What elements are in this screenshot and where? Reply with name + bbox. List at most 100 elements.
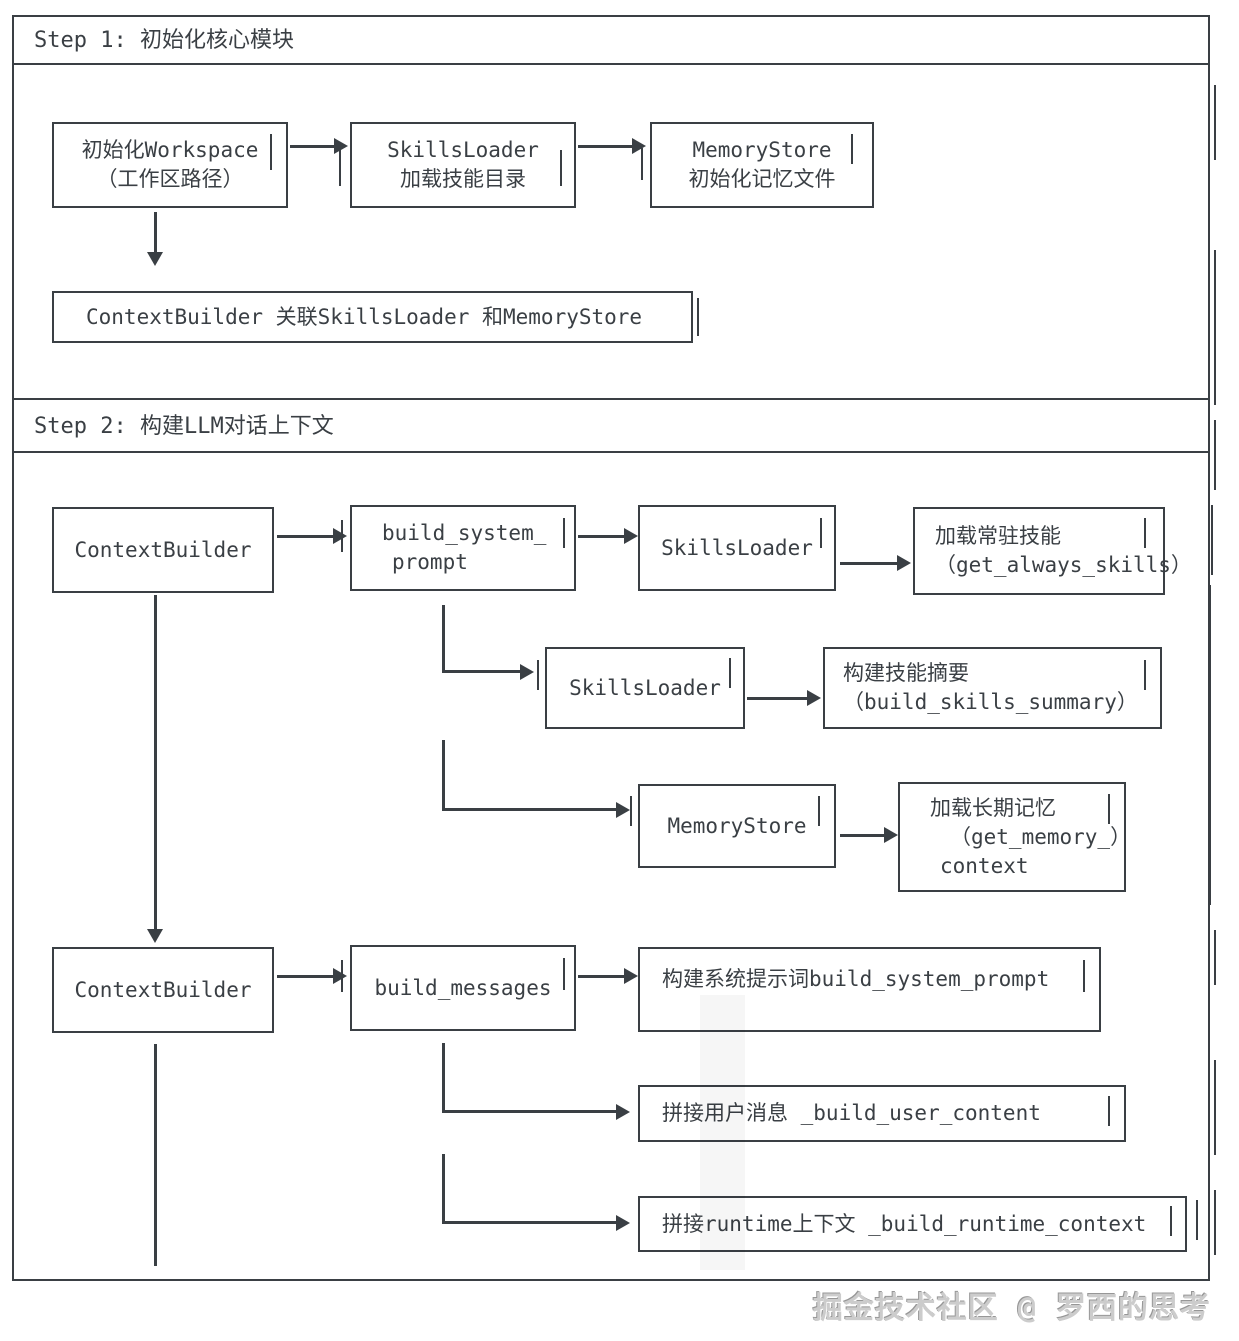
ascii-tick: [341, 960, 343, 992]
arrow-sl-to-always: [840, 562, 897, 565]
node-build-system-prompt: build_system_ prompt: [350, 505, 576, 591]
arrowhead: [616, 802, 630, 818]
arrowhead: [333, 528, 347, 544]
node-build-skills-summary: 构建技能摘要 （build_skills_summary）: [823, 647, 1162, 729]
ascii-tick: [1170, 1206, 1172, 1236]
node-line: SkillsLoader: [387, 138, 539, 162]
node-line: SkillsLoader: [661, 535, 813, 560]
ascii-tick: [641, 148, 643, 180]
node-skills-loader: SkillsLoader 加载技能目录: [350, 122, 576, 208]
frame-edge-dash: [1214, 85, 1216, 160]
elbow-bmsg-to-runtimerow: [442, 1221, 616, 1224]
arrowhead: [147, 252, 163, 266]
ascii-tick: [1083, 960, 1085, 992]
node-build-messages: build_messages: [350, 945, 576, 1031]
node-line: （工作区路径）: [96, 167, 244, 191]
watermark-text: 掘金技术社区 @ 罗西的思考: [812, 1291, 1211, 1326]
elbow-bmsg-to-runtimerow: [442, 1154, 445, 1224]
ascii-tick: [729, 658, 731, 688]
frame-edge-dash: [1214, 930, 1216, 985]
arrowhead: [334, 138, 348, 154]
node-init-workspace: 初始化Workspace （工作区路径）: [52, 122, 288, 208]
step1-title: Step 1: 初始化核心模块: [34, 28, 294, 53]
arrowhead: [147, 929, 163, 943]
frame-edge-dash: [1214, 1060, 1216, 1155]
node-context-builder-bottom: ContextBuilder: [52, 947, 274, 1033]
arrowhead: [807, 690, 821, 706]
arrow-cbtop-to-cbbottom: [154, 595, 157, 931]
node-line: prompt: [392, 550, 468, 574]
node-user-content-row: 拼接用户消息 _build_user_content: [638, 1085, 1126, 1142]
frame-edge-dash: [1214, 420, 1216, 490]
node-line: 加载长期记忆: [930, 795, 1056, 820]
node-line: 构建系统提示词build_system_prompt: [662, 967, 1050, 991]
ascii-tick: [1196, 1200, 1198, 1240]
line-cbbottom-tail: [154, 1044, 157, 1266]
ascii-tick: [563, 958, 565, 990]
arrowhead: [624, 968, 638, 984]
arrowhead: [632, 138, 646, 154]
ascii-tick: [1144, 518, 1146, 548]
ascii-tick: [341, 520, 343, 552]
node-line: context: [940, 853, 1029, 878]
frame-edge-dash: [1214, 250, 1216, 405]
node-line: ContextBuilder: [74, 537, 252, 562]
node-line: （get_always_skills）: [935, 553, 1192, 577]
arrowhead: [624, 528, 638, 544]
arrowhead: [520, 664, 534, 680]
frame-edge-dash: [1209, 585, 1211, 905]
node-line: build_system_: [382, 521, 547, 545]
node-system-prompt-row: 构建系统提示词build_system_prompt: [638, 947, 1101, 1032]
node-line: 加载常驻技能: [935, 524, 1061, 548]
step2-header-separator: [12, 451, 1210, 453]
node-line: （get_memory_）: [950, 824, 1132, 849]
ascii-tick: [820, 518, 822, 548]
arrowhead: [616, 1104, 630, 1120]
elbow-bsp-to-sl2: [442, 605, 445, 673]
node-line: MemoryStore: [667, 813, 807, 838]
elbow-bsp-to-sl2: [442, 670, 520, 673]
arrow-cb2-to-bmsg: [277, 975, 333, 978]
node-runtime-context-row: 拼接runtime上下文 _build_runtime_context: [638, 1196, 1187, 1252]
node-line: 加载技能目录: [400, 167, 526, 191]
ascii-tick: [563, 518, 565, 548]
ascii-tick: [537, 660, 539, 690]
ascii-tick: [818, 796, 820, 826]
node-context-builder-top: ContextBuilder: [52, 507, 274, 593]
frame-edge-dash: [1211, 505, 1213, 575]
arrow-skillsloader-to-memorystore: [578, 145, 632, 148]
node-line: 初始化Workspace: [81, 138, 259, 162]
ascii-tick: [560, 150, 562, 186]
ascii-tick: [339, 150, 341, 186]
arrow-workspace-to-skillsloader: [290, 145, 334, 148]
ascii-tick: [630, 796, 632, 826]
elbow-bsp-to-memorystore: [442, 740, 445, 811]
node-line: MemoryStore: [692, 138, 832, 162]
arrowhead: [333, 968, 347, 984]
ascii-tick: [697, 298, 699, 336]
ascii-tick: [1144, 660, 1146, 690]
ascii-tick: [1108, 1096, 1110, 1126]
arrow-cb-to-bsp: [277, 535, 333, 538]
ascii-tick: [1108, 794, 1110, 824]
node-memory-store: MemoryStore 初始化记忆文件: [650, 122, 874, 208]
node-line: （build_skills_summary）: [843, 690, 1138, 714]
ascii-tick: [270, 134, 272, 170]
arrow-sl2-to-summary: [747, 697, 807, 700]
node-context-builder-link: ContextBuilder 关联SkillsLoader 和MemorySto…: [52, 291, 693, 343]
node-memory-store-2: MemoryStore: [638, 784, 836, 868]
node-line: SkillsLoader: [569, 675, 721, 700]
elbow-bmsg-to-userrow: [442, 1110, 616, 1113]
elbow-bsp-to-memorystore: [442, 808, 616, 811]
node-load-always-skills: 加载常驻技能 （get_always_skills）: [913, 507, 1192, 595]
arrow-bmsg-to-sysrow: [578, 975, 624, 978]
arrow-workspace-to-contextbuilder: [154, 212, 157, 254]
frame-edge-dash: [1214, 1190, 1216, 1255]
elbow-bmsg-to-userrow: [442, 1043, 445, 1113]
node-skills-loader-summary: SkillsLoader: [545, 647, 745, 729]
step1-header-separator: [12, 63, 1210, 65]
node-line: 拼接runtime上下文 _build_runtime_context: [662, 1211, 1147, 1236]
scan-shade: [700, 995, 745, 1270]
node-line: 初始化记忆文件: [688, 167, 836, 191]
